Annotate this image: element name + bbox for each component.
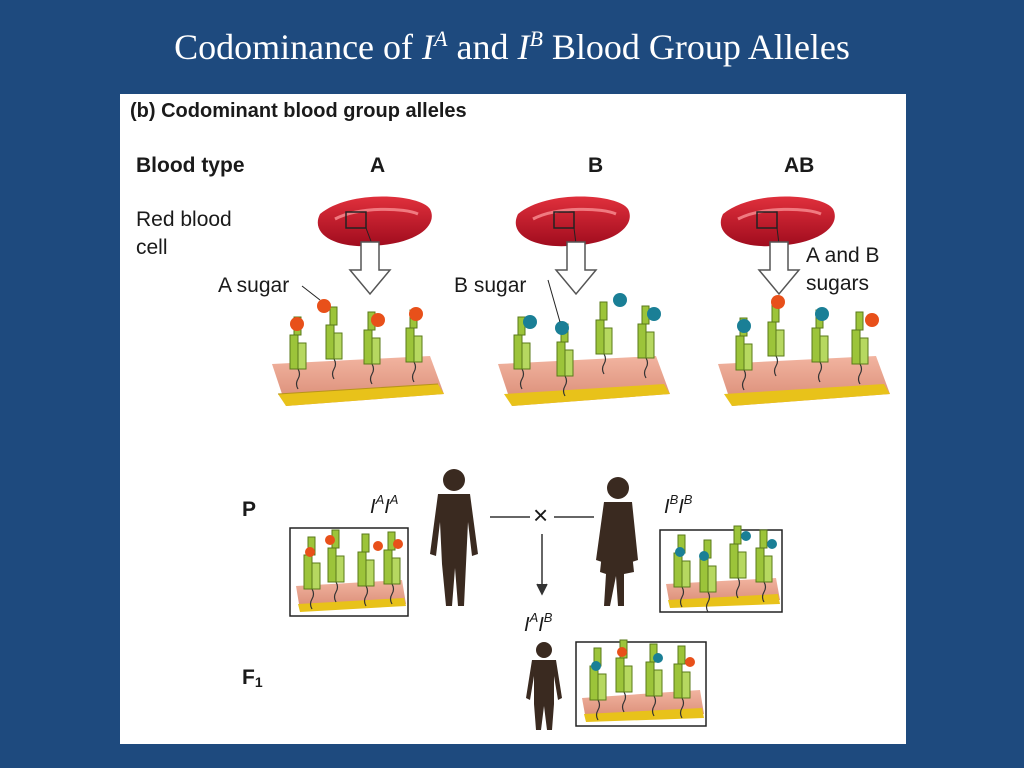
blood-type-label: Blood type [136,154,245,177]
figure-panel: (b) Codominant blood group alleles Blood… [120,94,906,744]
blood-type-b: B [588,154,604,177]
parent2-genotype: IBIB [664,492,693,518]
offspring-silhouette [526,642,562,730]
slide-title: Codominance of IA and IB Blood Group All… [174,26,850,67]
blood-type-a: A [370,154,386,177]
b-sugar-label: B sugar [454,274,527,297]
rbc-b [515,196,630,295]
rbc-a [317,196,432,295]
panel-label: (b) Codominant blood group alleles [130,100,467,122]
membrane-a [272,285,444,406]
figure-illustration [272,196,890,730]
membrane-b [498,279,670,406]
female-parent-silhouette [596,477,638,606]
rbc-label-line1: Red blood [136,208,232,231]
rbc-label-line2: cell [136,236,168,259]
offspring-genotype: IAIB [524,610,553,636]
ab-sugar-label-line2: sugars [806,272,870,295]
p-generation-label: P [242,498,257,521]
male-parent-silhouette [430,469,478,606]
parent1-cell-box [289,527,409,617]
parent1-genotype: IAIA [370,492,399,518]
a-sugar-label: A sugar [218,274,290,297]
ab-sugar-label-line1: A and B [806,244,880,267]
membrane-ab [718,295,890,406]
f1-generation-label: F1 [242,666,263,690]
cross-lines [490,516,594,596]
offspring-cell-box [575,639,707,727]
parent2-cell-box [659,525,783,613]
blood-type-ab: AB [784,154,815,177]
cross-symbol: × [533,500,549,530]
rbc-ab [720,196,835,295]
